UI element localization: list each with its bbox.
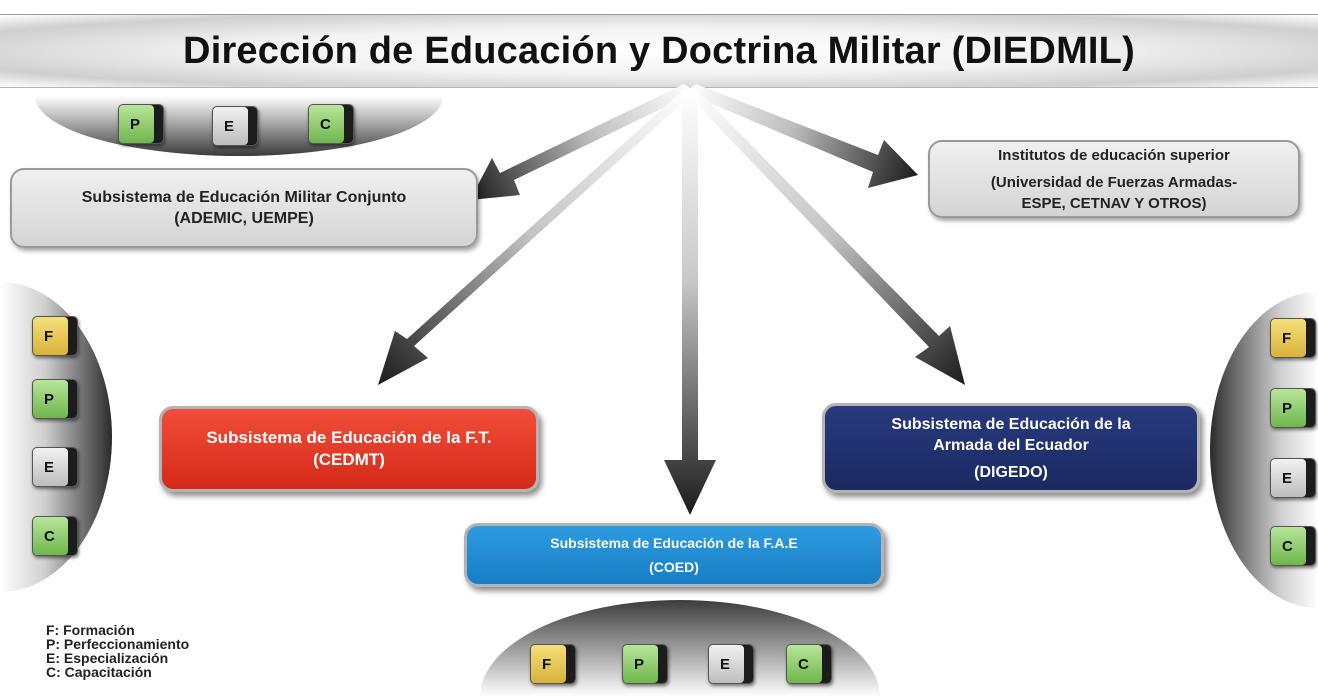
arrow-to-ft <box>378 90 697 385</box>
armada-title: Subsistema de Educación de la <box>891 415 1131 433</box>
key-c: C <box>1270 526 1316 566</box>
arrow-to-institutos <box>684 84 918 188</box>
arrow-to-conjunto <box>470 84 696 200</box>
key-f: F <box>530 644 576 684</box>
key-p: P <box>32 379 78 419</box>
key-e: E <box>212 106 258 146</box>
key-c: C <box>32 516 78 556</box>
conjunto-box: Subsistema de Educación Militar Conjunto… <box>10 168 478 248</box>
ft-box: Subsistema de Educación de la F.T. (CEDM… <box>159 406 539 492</box>
legend: F: Formación P: Perfeccionamiento E: Esp… <box>46 623 189 679</box>
legend-item-f: F: Formación <box>46 622 135 638</box>
institutos-box: Institutos de educación superior (Univer… <box>928 140 1300 218</box>
arrow-to-fae <box>664 90 716 515</box>
key-p: P <box>1270 388 1316 428</box>
conjunto-subtitle: (ADEMIC, UEMPE) <box>174 210 314 227</box>
armada-title-2: Armada del Ecuador <box>933 436 1089 454</box>
arrow-to-armada <box>683 90 965 385</box>
title-band <box>0 14 1318 88</box>
fae-subtitle: (COED) <box>649 559 699 575</box>
institutos-line2: (Universidad de Fuerzas Armadas- <box>990 173 1238 191</box>
key-f: F <box>1270 318 1316 358</box>
armada-box: Subsistema de Educación de la Armada del… <box>822 403 1200 493</box>
legend-item-c: C: Capacitación <box>46 664 152 680</box>
armada-subtitle: (DIGEDO) <box>974 463 1048 481</box>
key-e: E <box>32 447 78 487</box>
legend-item-p: P: Perfeccionamiento <box>46 636 190 652</box>
ft-subtitle: (CEDMT) <box>313 450 385 469</box>
page-title: Dirección de Educación y Doctrina Milita… <box>183 30 1135 72</box>
legend-item-e: E: Especialización <box>46 650 169 666</box>
key-c: C <box>786 644 832 684</box>
key-p: P <box>118 104 164 144</box>
institutos-line3: ESPE, CETNAV Y OTROS) <box>1021 194 1207 212</box>
key-e: E <box>1270 458 1316 498</box>
key-c: C <box>308 104 354 144</box>
key-p: P <box>622 644 668 684</box>
fae-box: Subsistema de Educación de la F.A.E (COE… <box>464 523 884 587</box>
institutos-title: Institutos de educación superior <box>998 146 1230 164</box>
conjunto-title: Subsistema de Educación Militar Conjunto <box>81 189 407 206</box>
fae-title: Subsistema de Educación de la F.A.E <box>550 535 798 551</box>
key-f: F <box>32 316 78 356</box>
ft-title: Subsistema de Educación de la F.T. <box>206 428 492 447</box>
key-e: E <box>708 644 754 684</box>
